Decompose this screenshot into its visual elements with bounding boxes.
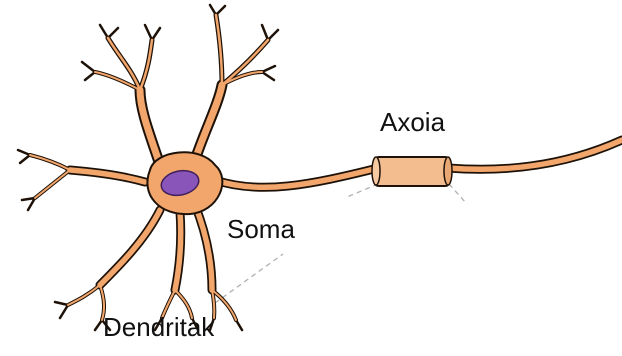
dendrites-label: Dendritak [103, 312, 214, 343]
dendrites [18, 5, 278, 330]
soma [147, 152, 222, 214]
axon-pointer-right [449, 184, 466, 203]
myelin-sheath [372, 157, 452, 186]
axon-label: Axoia [380, 107, 445, 138]
soma-pointer [215, 254, 283, 303]
soma-label: Soma [227, 214, 295, 245]
axon-pointer-left [347, 184, 378, 197]
